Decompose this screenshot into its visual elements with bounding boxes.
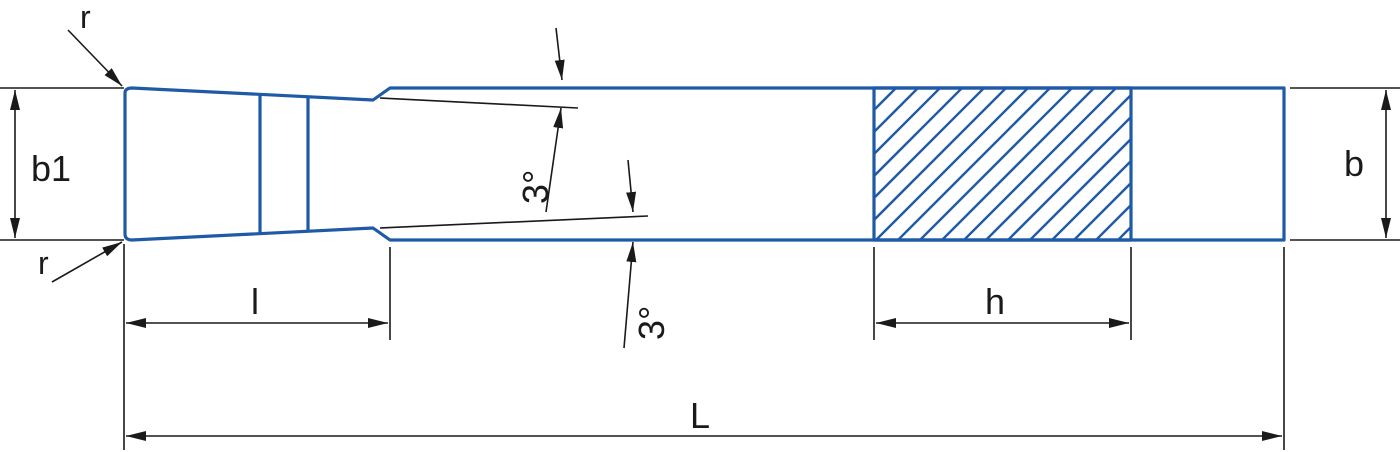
label-r-bottom: r	[38, 245, 49, 281]
hatched-zone	[874, 88, 1400, 240]
hatch-line	[1250, 88, 1400, 240]
r-top-leader	[67, 29, 123, 87]
hatch-line	[941, 88, 1095, 240]
hatch-line	[1184, 88, 1336, 240]
label-b1: b1	[31, 148, 71, 189]
angle-bottom-arrow-upper	[626, 159, 637, 213]
label-r-top: r	[80, 0, 91, 35]
hatch-line	[1029, 137, 1131, 240]
hatch-line	[1095, 203, 1131, 240]
hatch-line	[874, 88, 963, 178]
hatch-line	[963, 88, 1117, 240]
hatch-line	[875, 88, 1029, 240]
hatched-zone-border	[872, 86, 1133, 242]
dimension-lines	[0, 27, 1400, 450]
hatch-line	[874, 88, 875, 90]
label-angle-bottom: 3°	[631, 306, 672, 340]
r-bottom-leader	[51, 241, 123, 283]
hatch-line	[985, 93, 1131, 240]
angle-top-arrow-upper	[554, 27, 565, 81]
angle-bottom-arrow-lower	[623, 241, 637, 349]
dimension-labels: b1 b l h L r r 3° 3°	[31, 0, 1364, 436]
angle-top-arrow-lower	[545, 107, 564, 213]
hatch-line	[919, 88, 1073, 240]
hatch-line	[1117, 225, 1131, 240]
hatch-line	[874, 88, 919, 134]
label-angle-top: 3°	[515, 170, 556, 204]
label-h: h	[985, 281, 1005, 322]
hatch-line	[1162, 88, 1314, 240]
hatch-line	[1140, 88, 1292, 240]
angle-bottom-ref	[379, 215, 649, 229]
bar-outline	[123, 86, 1286, 242]
part-outline	[123, 86, 1400, 242]
hatch-line	[1007, 115, 1131, 240]
hatch-line	[897, 88, 1051, 240]
hatch-line	[1206, 88, 1358, 240]
hatch-line	[874, 88, 941, 156]
hatch-line	[1073, 181, 1131, 240]
hatch-line	[1272, 88, 1400, 240]
hatch-line	[1051, 159, 1131, 240]
angle-top-ref	[379, 97, 579, 109]
label-l: l	[251, 281, 259, 322]
label-L: L	[690, 395, 710, 436]
label-b: b	[1344, 143, 1364, 184]
hatch-line	[874, 88, 1007, 222]
hatch-line	[874, 88, 985, 200]
